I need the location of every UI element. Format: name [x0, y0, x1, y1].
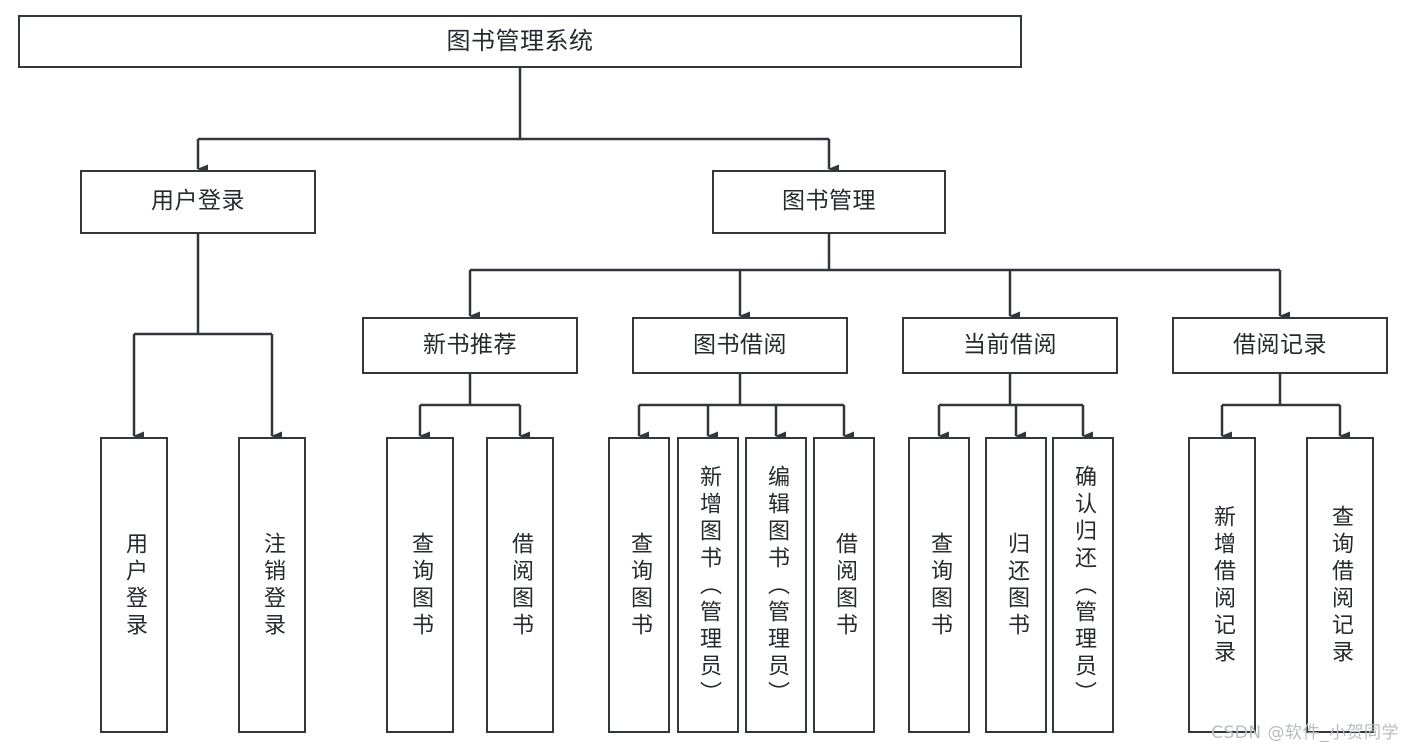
node-leaf-return-book[interactable]: 归还图书: [985, 437, 1047, 733]
node-leaf-query-book-2[interactable]: 查询图书: [608, 437, 670, 733]
node-label: 编辑图书（管理员）: [764, 464, 789, 708]
node-label: 新增借阅记录: [1210, 505, 1235, 667]
node-leaf-logout[interactable]: 注销登录: [238, 437, 306, 733]
node-leaf-borrow-book-2[interactable]: 借阅图书: [813, 437, 875, 733]
node-root[interactable]: 图书管理系统: [18, 15, 1022, 68]
node-label: 借阅记录: [1233, 331, 1327, 358]
node-leaf-edit-book-admin[interactable]: 编辑图书（管理员）: [745, 437, 807, 733]
node-leaf-user-login[interactable]: 用户登录: [100, 437, 168, 733]
node-user-login[interactable]: 用户登录: [80, 170, 316, 234]
node-label: 图书管理系统: [446, 27, 594, 56]
node-label: 当前借阅: [963, 331, 1057, 358]
node-label: 用户登录: [151, 188, 245, 215]
node-label: 借阅图书: [508, 532, 533, 640]
node-leaf-add-book-admin[interactable]: 新增图书（管理员）: [677, 437, 739, 733]
node-label: 新书推荐: [423, 331, 517, 358]
node-leaf-query-borrow-record[interactable]: 查询借阅记录: [1306, 437, 1374, 733]
node-label: 查询借阅记录: [1328, 505, 1353, 667]
node-leaf-confirm-return-admin[interactable]: 确认归还（管理员）: [1052, 437, 1114, 733]
node-label: 查询图书: [627, 532, 652, 640]
node-current-borrow[interactable]: 当前借阅: [902, 317, 1118, 374]
node-label: 图书借阅: [693, 331, 787, 358]
node-book-manage[interactable]: 图书管理: [712, 170, 946, 234]
node-book-borrow[interactable]: 图书借阅: [632, 317, 848, 374]
node-label: 归还图书: [1004, 532, 1029, 640]
node-label: 用户登录: [122, 532, 147, 640]
node-leaf-query-book-3[interactable]: 查询图书: [908, 437, 970, 733]
node-leaf-add-borrow-record[interactable]: 新增借阅记录: [1188, 437, 1256, 733]
node-leaf-query-book-1[interactable]: 查询图书: [386, 437, 454, 733]
node-label: 确认归还（管理员）: [1071, 464, 1096, 708]
node-label: 借阅图书: [832, 532, 857, 640]
node-label: 图书管理: [782, 188, 876, 215]
node-label: 新增图书（管理员）: [696, 464, 721, 708]
node-new-book-recommend[interactable]: 新书推荐: [362, 317, 578, 374]
node-label: 查询图书: [408, 532, 433, 640]
node-borrow-record[interactable]: 借阅记录: [1172, 317, 1388, 374]
node-label: 注销登录: [260, 532, 285, 640]
csdn-watermark: CSDN @软件_小贺同学: [1211, 723, 1399, 743]
node-leaf-borrow-book-1[interactable]: 借阅图书: [486, 437, 554, 733]
node-label: 查询图书: [927, 532, 952, 640]
